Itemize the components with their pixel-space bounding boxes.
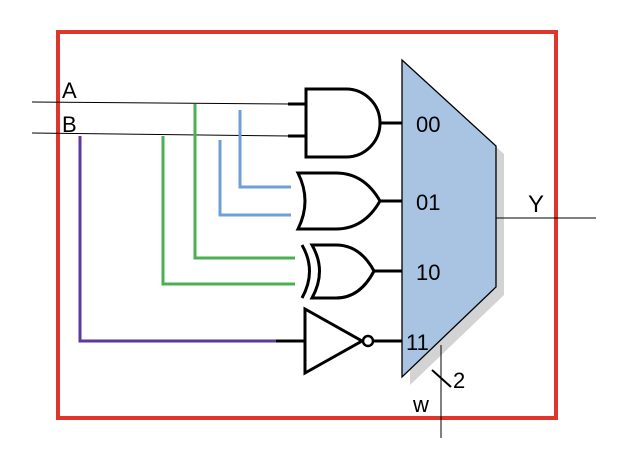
input-a-wire (31, 101, 291, 105)
mux-input-label-10: 10 (416, 260, 440, 285)
xor-gate-back-arc (300, 244, 311, 299)
xor-input-wire-b (161, 136, 295, 286)
input-b-label: B (62, 112, 77, 137)
input-a-label: A (62, 78, 77, 103)
xor-gate (309, 243, 376, 300)
or-input-wire-a (238, 110, 291, 189)
or-gate (295, 171, 382, 231)
input-b-wire (31, 132, 291, 137)
or-input-wire-b (218, 140, 291, 217)
mux-input-label-00: 00 (416, 112, 440, 137)
bus-width-slash (431, 369, 452, 388)
mux-input-label-11: 11 (406, 330, 429, 355)
mux-input-label-01: 01 (416, 190, 440, 215)
xor-input-wire-a (193, 104, 295, 260)
bus-width-label: 2 (453, 368, 465, 393)
not-gate (303, 306, 366, 376)
not-gate-bubble (361, 334, 375, 348)
output-y-label: Y (528, 191, 544, 218)
not-input-wire (78, 136, 276, 343)
and-gate (304, 87, 382, 159)
module-border (56, 30, 558, 420)
select-label-w: w (412, 392, 429, 417)
